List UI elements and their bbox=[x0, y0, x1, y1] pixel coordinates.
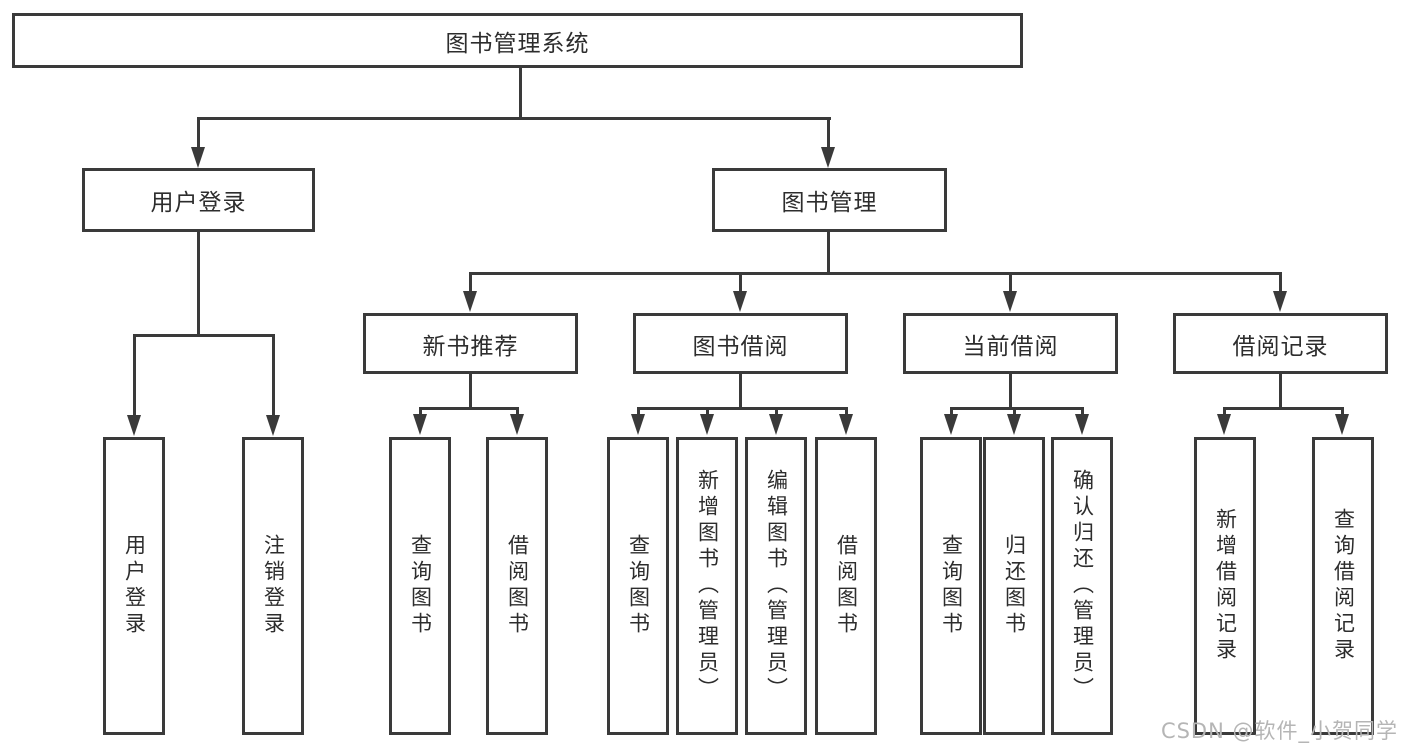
connector-line bbox=[637, 407, 640, 417]
arrowhead-icon bbox=[631, 414, 645, 435]
connector-line bbox=[419, 407, 422, 417]
connector-line bbox=[1013, 407, 1016, 417]
leaf-label: 用户登录 bbox=[122, 534, 147, 638]
arrowhead-icon bbox=[413, 414, 427, 435]
connector-line bbox=[739, 374, 742, 410]
connector-line bbox=[197, 232, 200, 336]
arrowhead-icon bbox=[191, 147, 205, 168]
leaf-label: 查询借阅记录 bbox=[1331, 508, 1356, 664]
leaf-box-confirm-return-admin: 确认归还（管理员） bbox=[1051, 437, 1113, 735]
leaf-box-borrow-book: 借阅图书 bbox=[815, 437, 877, 735]
connector-line bbox=[1009, 374, 1012, 410]
leaf-label: 确认归还（管理员） bbox=[1070, 469, 1095, 703]
leaf-box-return-book: 归还图书 bbox=[983, 437, 1045, 735]
leaf-label: 查询图书 bbox=[408, 534, 433, 638]
leaf-box-query-book-recommend: 查询图书 bbox=[389, 437, 451, 735]
connector-line bbox=[469, 272, 472, 294]
connector-line bbox=[637, 407, 848, 410]
arrowhead-icon bbox=[733, 291, 747, 312]
arrowhead-icon bbox=[1335, 414, 1349, 435]
arrowhead-icon bbox=[266, 415, 280, 436]
connector-line bbox=[845, 407, 848, 417]
connector-line bbox=[469, 374, 472, 410]
arrowhead-icon bbox=[510, 414, 524, 435]
level3-box-book-borrow: 图书借阅 bbox=[633, 313, 848, 374]
leaf-label: 借阅图书 bbox=[834, 534, 859, 638]
arrowhead-icon bbox=[821, 147, 835, 168]
leaf-box-query-book: 查询图书 bbox=[607, 437, 669, 735]
arrowhead-icon bbox=[463, 291, 477, 312]
root-box-library-system: 图书管理系统 bbox=[12, 13, 1023, 68]
leaf-box-logout: 注销登录 bbox=[242, 437, 304, 735]
level2-label: 用户登录 bbox=[150, 190, 247, 216]
leaf-label: 新增借阅记录 bbox=[1213, 508, 1238, 664]
connector-line bbox=[419, 407, 519, 410]
level3-label: 借阅记录 bbox=[1232, 333, 1329, 360]
connector-line bbox=[133, 334, 275, 337]
connector-line bbox=[469, 272, 1282, 275]
connector-line bbox=[1279, 272, 1282, 294]
connector-line bbox=[706, 407, 709, 417]
connector-line bbox=[197, 117, 200, 150]
arrowhead-icon bbox=[1007, 414, 1021, 435]
arrowhead-icon bbox=[769, 414, 783, 435]
leaf-box-query-borrow-record: 查询借阅记录 bbox=[1312, 437, 1374, 735]
leaf-box-borrow-book-recommend: 借阅图书 bbox=[486, 437, 548, 735]
level3-box-borrow-record: 借阅记录 bbox=[1173, 313, 1388, 374]
connector-line bbox=[775, 407, 778, 417]
arrowhead-icon bbox=[1273, 291, 1287, 312]
arrowhead-icon bbox=[127, 415, 141, 436]
connector-line bbox=[827, 232, 830, 274]
connector-line bbox=[1341, 407, 1344, 417]
level3-box-current-borrow: 当前借阅 bbox=[903, 313, 1118, 374]
csdn-watermark: CSDN @软件_小贺同学 bbox=[1160, 719, 1398, 743]
arrowhead-icon bbox=[1003, 291, 1017, 312]
connector-line bbox=[197, 117, 831, 120]
arrowhead-icon bbox=[839, 414, 853, 435]
connector-line bbox=[950, 407, 1084, 410]
connector-line bbox=[827, 117, 830, 150]
connector-line bbox=[516, 407, 519, 417]
arrowhead-icon bbox=[944, 414, 958, 435]
connector-line bbox=[272, 334, 275, 417]
level2-box-user-login: 用户登录 bbox=[82, 168, 315, 232]
leaf-label: 归还图书 bbox=[1002, 534, 1027, 638]
leaf-label: 借阅图书 bbox=[505, 534, 530, 638]
connector-line bbox=[1081, 407, 1084, 417]
level3-box-new-book-recommend: 新书推荐 bbox=[363, 313, 578, 374]
connector-line bbox=[739, 272, 742, 294]
arrowhead-icon bbox=[700, 414, 714, 435]
connector-line bbox=[519, 68, 522, 118]
level2-box-book-management: 图书管理 bbox=[712, 168, 947, 232]
leaf-box-edit-book-admin: 编辑图书（管理员） bbox=[745, 437, 807, 735]
connector-line bbox=[1223, 407, 1226, 417]
leaf-label: 编辑图书（管理员） bbox=[764, 469, 789, 703]
leaf-box-query-current-borrow: 查询图书 bbox=[920, 437, 982, 735]
connector-line bbox=[133, 334, 136, 417]
leaf-box-add-book-admin: 新增图书（管理员） bbox=[676, 437, 738, 735]
leaf-box-user-login: 用户登录 bbox=[103, 437, 165, 735]
connector-line bbox=[1009, 272, 1012, 294]
leaf-label: 新增图书（管理员） bbox=[695, 469, 720, 703]
arrowhead-icon bbox=[1075, 414, 1089, 435]
connector-line bbox=[1223, 407, 1344, 410]
connector-line bbox=[1279, 374, 1282, 410]
leaf-label: 查询图书 bbox=[939, 534, 964, 638]
root-label: 图书管理系统 bbox=[445, 30, 590, 57]
level3-label: 图书借阅 bbox=[692, 333, 789, 360]
leaf-label: 查询图书 bbox=[626, 534, 651, 638]
level3-label: 当前借阅 bbox=[962, 333, 1059, 360]
connector-line bbox=[950, 407, 953, 417]
arrowhead-icon bbox=[1217, 414, 1231, 435]
leaf-label: 注销登录 bbox=[261, 534, 286, 638]
level3-label: 新书推荐 bbox=[422, 333, 519, 360]
leaf-box-add-borrow-record: 新增借阅记录 bbox=[1194, 437, 1256, 735]
level2-label: 图书管理 bbox=[781, 190, 878, 216]
